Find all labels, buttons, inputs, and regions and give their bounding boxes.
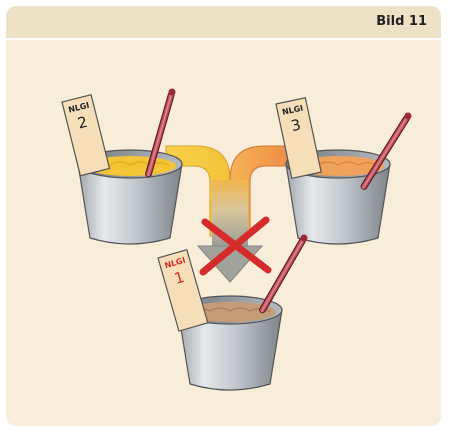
thermometer-cup-1 xyxy=(258,233,309,314)
label-card-nlgi-1: NLGI 1 xyxy=(158,250,208,331)
label-card-nlgi-2: NLGI 2 xyxy=(62,95,109,176)
